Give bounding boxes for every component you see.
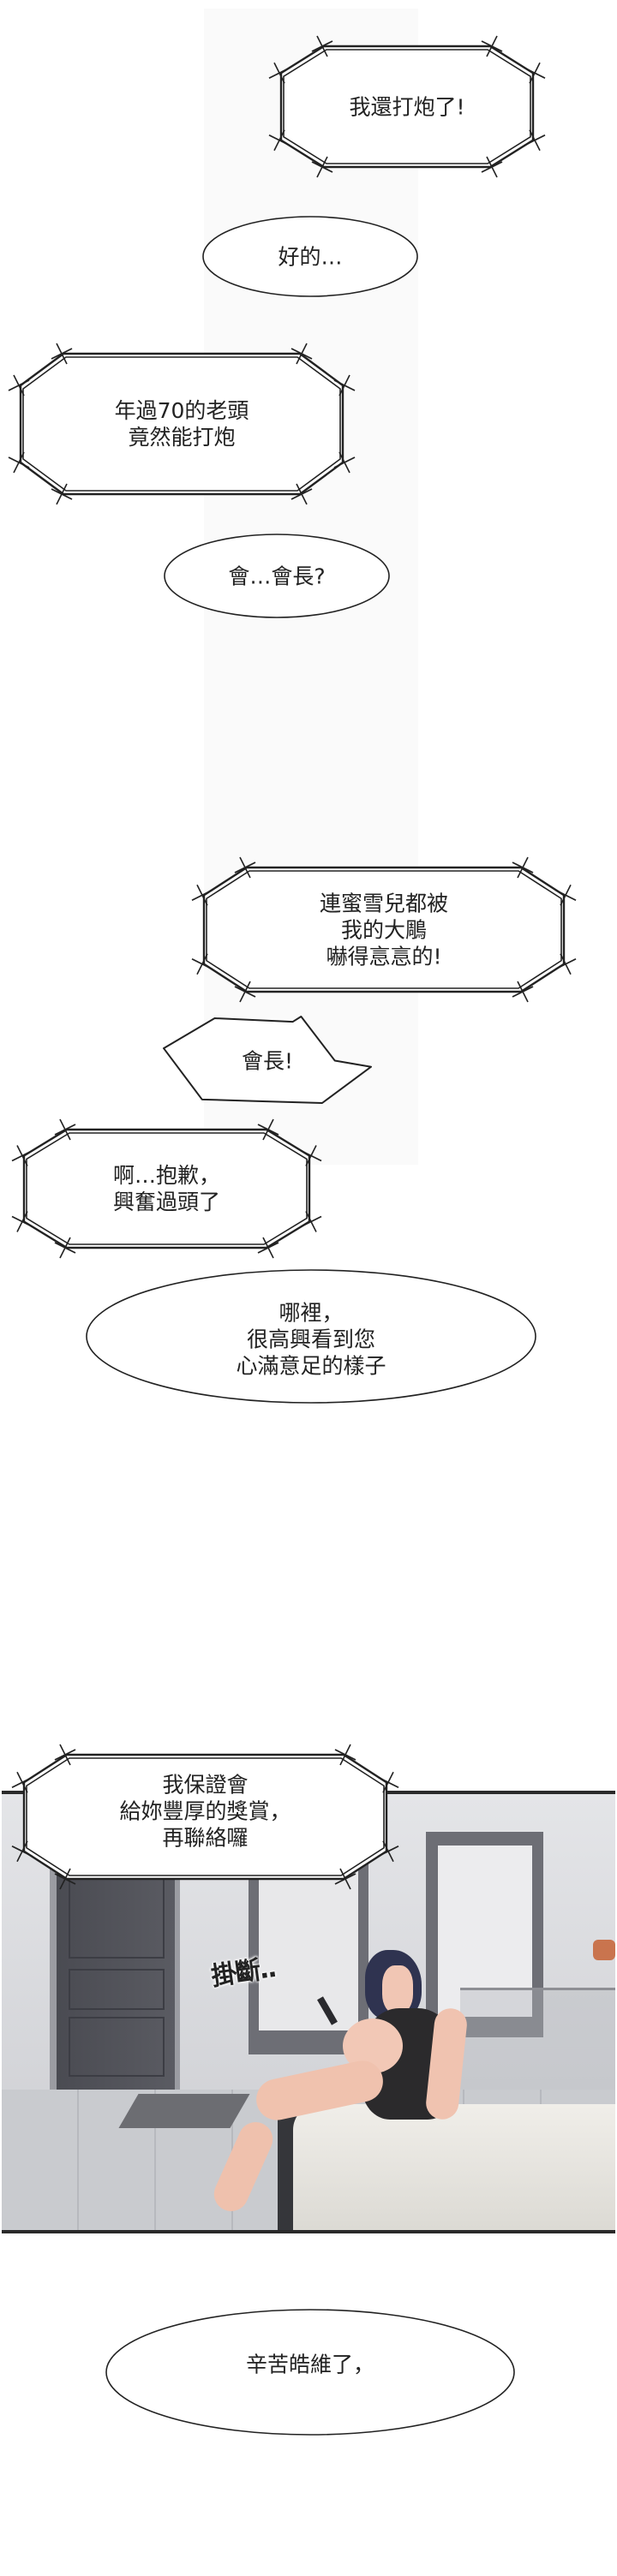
bubble-line: 我保證會 — [162, 1772, 249, 1798]
bubble-outline — [268, 35, 546, 178]
orange-object — [593, 1940, 615, 1960]
bubble-line: 很高興看到您 — [246, 1327, 375, 1351]
speech-bubble-jagged: 我保證會給妳豐厚的獎賞，再聯絡囉 — [11, 1744, 399, 1890]
bubble-outline — [105, 2309, 515, 2436]
bubble-line: 會長! — [241, 1048, 294, 1073]
bubble-line: 興奮過頭了 — [112, 1190, 220, 1214]
bubble-line: 年過70的老頭 — [114, 398, 249, 423]
bubble-outline — [86, 1269, 536, 1404]
bubble-line: 辛苦皓維了， — [245, 2352, 374, 2377]
speech-bubble-jagged: 啊…抱歉，興奮過頭了 — [11, 1118, 322, 1259]
bubble-line: 嚇得悥悥的! — [326, 944, 442, 969]
bubble-line: 給妳豐厚的獎賞， — [119, 1798, 291, 1824]
speech-bubble-jagged: 年過70的老頭竟然能打炮 — [8, 343, 356, 505]
illustration-panel — [2, 1791, 615, 2233]
bubble-outline — [164, 534, 390, 618]
rug — [118, 2094, 250, 2128]
bubble-outline — [8, 343, 356, 505]
bed — [293, 2104, 615, 2230]
window-frame — [426, 1832, 543, 2037]
bubble-line: 啊…抱歉， — [112, 1163, 220, 1188]
bubble-line: 心滿意足的樣子 — [236, 1353, 386, 1378]
bubble-line: 我的大鵰 — [340, 917, 427, 942]
bubble-outline — [11, 1118, 322, 1259]
bubble-outline — [191, 856, 577, 1003]
bubble-line: 好的… — [278, 244, 343, 269]
speech-bubble-jagged: 我還打炮了! — [268, 35, 546, 178]
bubble-outline — [11, 1744, 399, 1890]
bubble-line: 哪裡， — [279, 1300, 344, 1325]
bubble-line: 再聯絡囉 — [162, 1825, 249, 1851]
shelf — [460, 1988, 615, 2091]
bubble-outline — [163, 1016, 372, 1104]
bubble-line: 我還打炮了! — [349, 94, 465, 119]
bubble-line: 會…會長? — [228, 564, 326, 588]
speech-bubble-ellipse: 辛苦皓維了， — [105, 2308, 516, 2436]
speech-bubble-ellipse: 好的… — [201, 215, 419, 298]
character-face — [382, 1965, 413, 2013]
speech-bubble-ellipse: 哪裡，很高興看到您心滿意足的樣子 — [85, 1268, 537, 1404]
bubble-line: 竟然能打炮 — [128, 425, 236, 450]
bubble-outline — [202, 216, 418, 297]
speech-bubble-jagged: 連蜜雪兒都被我的大鵰嚇得悥悥的! — [191, 856, 577, 1003]
speech-bubble-ellipse: 會…會長? — [163, 533, 391, 619]
bubble-line: 連蜜雪兒都被 — [319, 891, 448, 915]
speech-bubble-polygon: 會長! — [162, 1016, 373, 1105]
